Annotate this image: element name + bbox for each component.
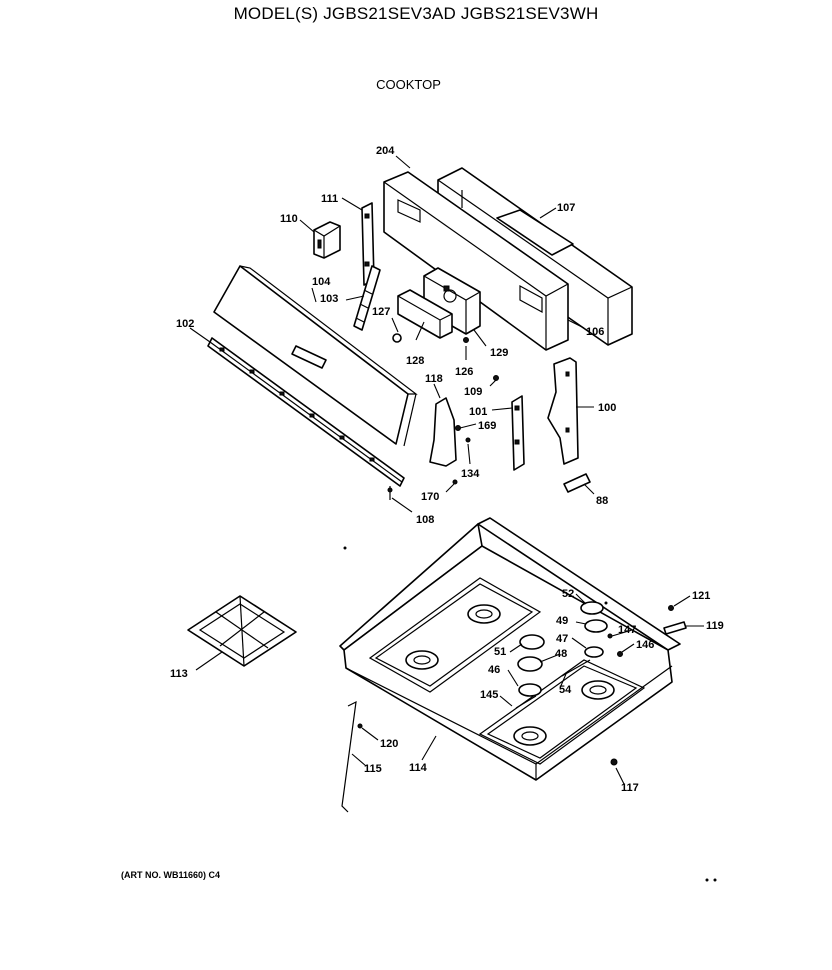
part-134-clip	[465, 437, 471, 443]
part-117-screw	[610, 758, 618, 766]
part-108-screw	[387, 486, 393, 500]
part-127-knob	[392, 333, 402, 343]
callout-134: 134	[461, 468, 480, 480]
part-100-side-panel	[547, 357, 579, 465]
callout-147: 147	[618, 624, 636, 636]
callout-127: 127	[372, 306, 390, 318]
part-48-cap	[517, 656, 543, 672]
callout-106: 106	[586, 326, 604, 338]
part-119-bracket	[663, 621, 687, 635]
callout-88: 88	[596, 495, 608, 507]
callout-103: 103	[320, 293, 338, 305]
callout-115: 115	[364, 763, 382, 775]
scan-specks	[343, 546, 717, 882]
part-147-clip	[607, 633, 613, 639]
callout-119: 119	[706, 620, 724, 632]
callout-54: 54	[559, 684, 572, 696]
part-88-block	[563, 473, 591, 493]
callout-100: 100	[598, 402, 616, 414]
callout-48: 48	[555, 648, 567, 660]
part-113-grate	[187, 595, 297, 667]
callout-118: 118	[425, 373, 443, 385]
part-114-cooktop	[339, 517, 681, 781]
diagram-title: MODEL(S) JGBS21SEV3AD JGBS21SEV3WH	[233, 4, 599, 23]
callout-52: 52	[562, 588, 574, 600]
part-146-screw	[617, 651, 623, 657]
part-128-clock-lens	[397, 289, 453, 339]
part-103-rod	[353, 265, 381, 331]
callout-46: 46	[488, 664, 500, 676]
part-169-screw	[455, 425, 461, 431]
part-102-manifold-panel	[207, 337, 405, 487]
callout-104: 104	[312, 276, 331, 288]
part-49-cap	[584, 619, 608, 633]
callout-108: 108	[416, 514, 434, 526]
callout-111: 111	[321, 193, 338, 205]
callout-120: 120	[380, 738, 398, 750]
callout-146: 146	[636, 639, 654, 651]
callout-114: 114	[409, 762, 428, 774]
part-51-knob	[519, 634, 545, 650]
callout-117: 117	[621, 782, 639, 794]
callout-101: 101	[469, 406, 487, 418]
callout-110: 110	[280, 213, 298, 225]
part-126-screw	[463, 337, 469, 343]
part-46-head	[518, 683, 542, 697]
callout-121: 121	[692, 590, 710, 602]
part-109-screw	[493, 375, 499, 381]
callout-126: 126	[455, 366, 473, 378]
callout-113: 113	[170, 668, 188, 680]
callout-102: 102	[176, 318, 194, 330]
part-47-head	[584, 646, 604, 658]
diagram-subtitle: COOKTOP	[376, 77, 441, 92]
callout-49: 49	[556, 615, 568, 627]
part-145-tube	[515, 695, 537, 709]
callout-107: 107	[557, 202, 575, 214]
callout-204: 204	[376, 145, 395, 157]
callout-labels: 204 107 111 110 104 103 127 102 128 126 …	[170, 145, 724, 794]
part-170-screw	[452, 479, 458, 485]
callout-51: 51	[494, 646, 506, 658]
callout-128: 128	[406, 355, 424, 367]
part-115-rod	[341, 700, 363, 813]
part-118-side-trim	[429, 397, 457, 467]
art-number: (ART NO. WB11660) C4	[121, 870, 221, 880]
part-104-control-panel	[213, 265, 418, 447]
callout-109: 109	[464, 386, 482, 398]
part-106-backsplash	[383, 171, 569, 351]
callout-145: 145	[480, 689, 498, 701]
callout-129: 129	[490, 347, 508, 359]
part-110-switch	[313, 221, 341, 259]
leader-lines	[189, 155, 704, 785]
callout-47: 47	[556, 633, 568, 645]
callout-169: 169	[478, 420, 496, 432]
callout-170: 170	[421, 491, 439, 503]
part-54-tube	[561, 659, 591, 677]
part-101-bracket	[511, 395, 525, 471]
part-121-screw	[668, 605, 674, 611]
part-52-knob	[580, 601, 604, 615]
